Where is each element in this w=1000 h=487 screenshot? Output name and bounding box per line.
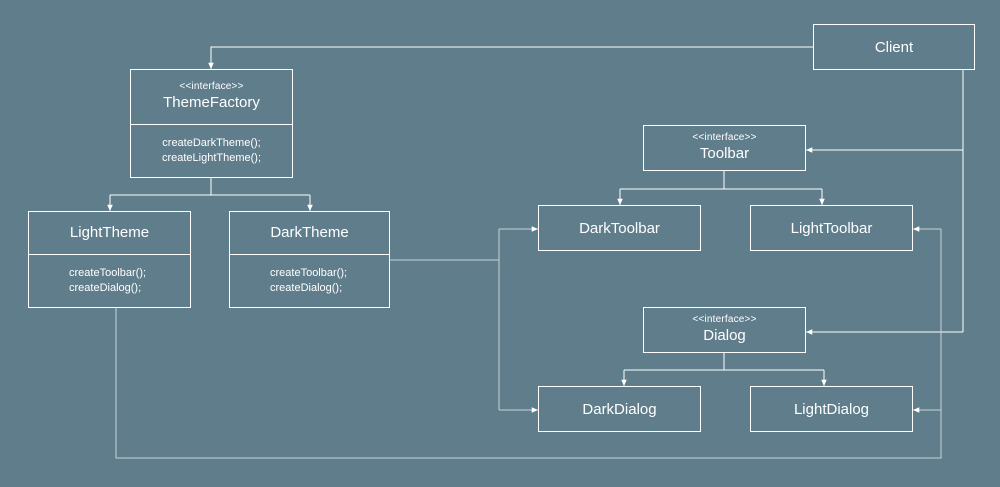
lighttheme-method: createToolbar();: [69, 267, 147, 279]
darkdialog-box[interactable]: DarkDialog: [538, 386, 701, 432]
client-box[interactable]: Client: [813, 24, 975, 70]
darktoolbar-label: DarkToolbar: [579, 219, 660, 237]
lighttheme-methods: createToolbar(); createDialog();: [29, 254, 190, 307]
toolbar-stereotype: <<interface>>: [692, 132, 757, 143]
themefactory-box[interactable]: <<interface>> ThemeFactory createDarkThe…: [130, 69, 293, 178]
dialog-header: <<interface>> Dialog: [644, 308, 805, 352]
toolbar-name: Toolbar: [699, 145, 750, 162]
themefactory-header: <<interface>> ThemeFactory: [131, 70, 292, 124]
lighttheme-link-line: [115, 229, 942, 459]
toolbar-header: <<interface>> Toolbar: [644, 126, 805, 170]
themefactory-name: ThemeFactory: [163, 94, 260, 111]
dialog-name: Dialog: [703, 327, 746, 344]
dialog-stereotype: <<interface>>: [692, 314, 757, 325]
themefactory-stereotype: <<interface>>: [179, 81, 244, 92]
dialog-branch-line: [624, 353, 824, 371]
lighttoolbar-box[interactable]: LightToolbar: [750, 205, 913, 251]
lighttoolbar-label: LightToolbar: [790, 219, 873, 237]
darktheme-name: DarkTheme: [270, 224, 349, 241]
lighttheme-box[interactable]: LightTheme createToolbar(); createDialog…: [28, 211, 191, 308]
darktheme-header: DarkTheme: [230, 212, 389, 254]
darktoolbar-box[interactable]: DarkToolbar: [538, 205, 701, 251]
lightdialog-label: LightDialog: [793, 400, 870, 418]
darktheme-method: createDialog();: [270, 282, 343, 294]
darktheme-link-line: [390, 229, 500, 410]
darktheme-methods: createToolbar(); createDialog();: [230, 254, 389, 307]
themefactory-methods: createDarkTheme(); createLightTheme();: [131, 124, 292, 177]
lighttheme-header: LightTheme: [29, 212, 190, 254]
lighttheme-name: LightTheme: [69, 224, 150, 241]
darkdialog-label: DarkDialog: [582, 400, 657, 418]
client-to-themefactory-arrow: [208, 46, 813, 69]
dialog-box[interactable]: <<interface>> Dialog: [643, 307, 806, 353]
toolbar-box[interactable]: <<interface>> Toolbar: [643, 125, 806, 171]
lighttheme-method: createDialog();: [69, 282, 142, 294]
toolbar-branch-line: [620, 171, 822, 190]
themefactory-method: createDarkTheme();: [162, 137, 261, 149]
themefactory-method: createLightTheme();: [161, 152, 262, 164]
client-label: Client: [874, 38, 914, 56]
darktheme-box[interactable]: DarkTheme createToolbar(); createDialog(…: [229, 211, 390, 308]
lightdialog-box[interactable]: LightDialog: [750, 386, 913, 432]
themefactory-branch-line: [110, 178, 310, 196]
darktheme-method: createToolbar();: [270, 267, 348, 279]
